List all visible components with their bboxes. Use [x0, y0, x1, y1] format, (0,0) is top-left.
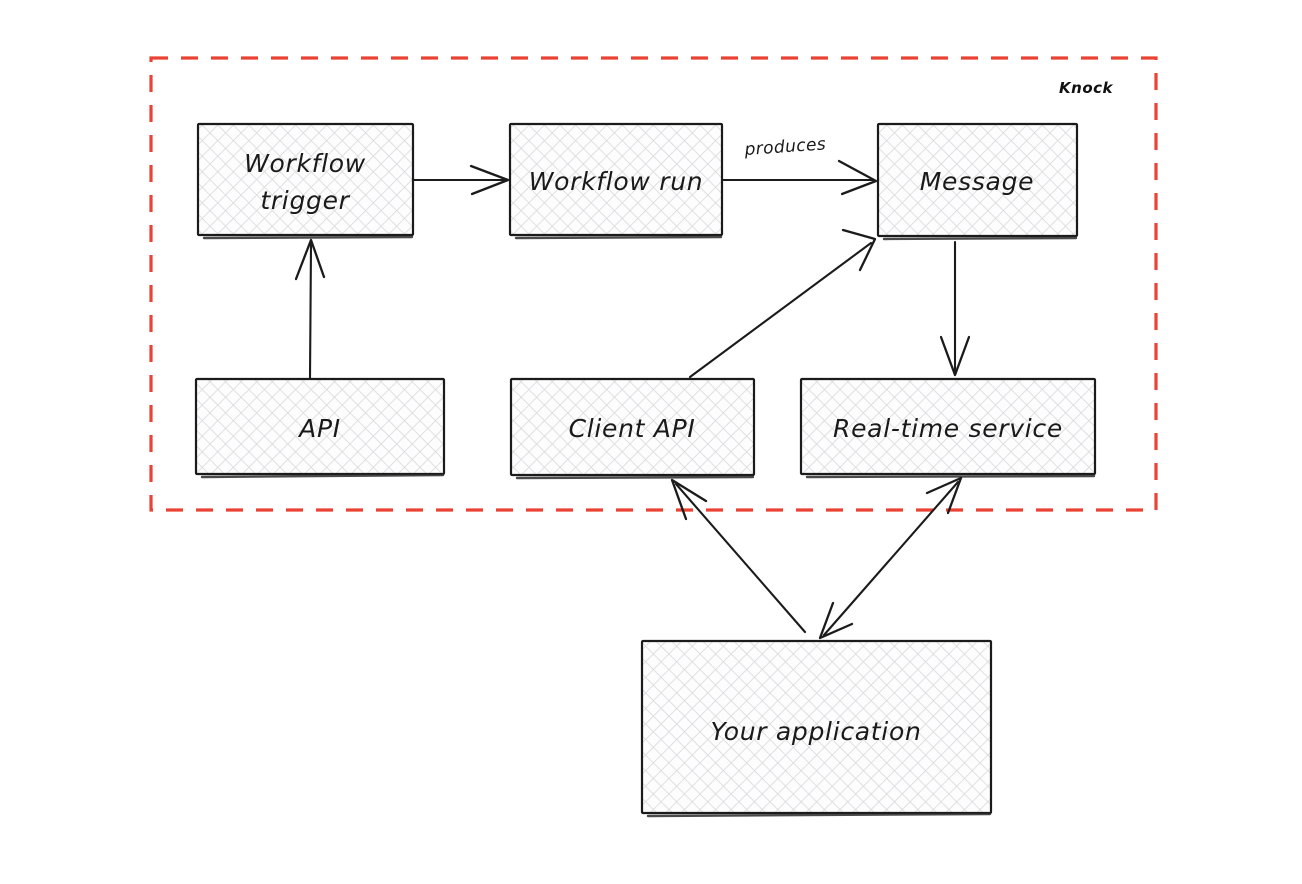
- message-shadow: [882, 236, 1078, 241]
- knock-boundary-outline: [149, 56, 1158, 512]
- your-application-shadow: [646, 812, 992, 818]
- knock-boundary: Knock: [149, 56, 1158, 512]
- knock-boundary-label: Knock: [1059, 79, 1113, 97]
- node-workflow-run[interactable]: Workflow run: [508, 122, 724, 240]
- api-shadow: [200, 473, 445, 479]
- message-box[interactable]: [876, 122, 1079, 238]
- edge-clientapi-to-message: [688, 228, 877, 379]
- edge-clientapi-to-message-line: [688, 241, 873, 379]
- client-api-box[interactable]: [509, 377, 756, 477]
- node-your-application[interactable]: Your application: [640, 639, 993, 818]
- real-time-service-box[interactable]: [799, 377, 1097, 476]
- edge-message-to-realtime-arrowhead: [939, 335, 971, 377]
- api-box[interactable]: [194, 377, 446, 476]
- edge-app-realtime-duplex-arrowhead-top: [925, 476, 963, 515]
- edge-clientapi-to-message-arrowhead: [841, 228, 877, 272]
- node-real-time-service[interactable]: Real-time service: [799, 377, 1097, 479]
- workflow-trigger-label-line2: trigger: [260, 186, 350, 215]
- real-time-service-shadow: [805, 474, 1096, 479]
- edge-message-to-realtime: [939, 240, 971, 377]
- node-message[interactable]: Message: [876, 122, 1079, 241]
- client-api-shadow: [515, 475, 755, 480]
- client-api-label: Client API: [569, 414, 696, 443]
- node-api[interactable]: API: [194, 377, 446, 479]
- your-application-label: Your application: [711, 717, 922, 746]
- edge-app-to-clientapi-arrowhead: [670, 478, 708, 521]
- edge-run-to-message: produces: [721, 134, 878, 196]
- edge-trigger-to-run: [412, 164, 510, 196]
- your-application-box[interactable]: [640, 639, 993, 815]
- edge-app-to-clientapi: [670, 478, 807, 634]
- workflow-run-box[interactable]: [508, 122, 724, 237]
- workflow-run-label: Workflow run: [529, 167, 704, 196]
- edge-api-to-trigger-arrowhead: [294, 238, 326, 281]
- edge-app-to-clientapi-line: [674, 482, 807, 634]
- workflow-trigger-shadow: [202, 235, 414, 240]
- edge-api-to-trigger-line: [308, 242, 313, 380]
- workflow-run-shadow: [514, 235, 723, 240]
- workflow-trigger-label-line1: Workflow: [244, 149, 366, 178]
- api-label: API: [297, 414, 341, 443]
- edge-api-to-trigger: [294, 238, 326, 380]
- real-time-service-label: Real-time service: [833, 414, 1063, 443]
- edge-app-realtime-duplex: [818, 476, 963, 640]
- edge-run-to-message-label: produces: [743, 134, 827, 160]
- workflow-trigger-box[interactable]: [196, 122, 415, 237]
- node-client-api[interactable]: Client API: [509, 377, 756, 480]
- edge-trigger-to-run-arrowhead: [469, 164, 510, 196]
- edge-app-realtime-duplex-arrowhead-bottom: [818, 601, 854, 640]
- message-label: Message: [920, 167, 1034, 196]
- edge-app-realtime-duplex-line: [822, 480, 960, 637]
- node-workflow-trigger[interactable]: Workflow trigger: [196, 122, 415, 240]
- edge-run-to-message-arrowhead: [837, 159, 878, 196]
